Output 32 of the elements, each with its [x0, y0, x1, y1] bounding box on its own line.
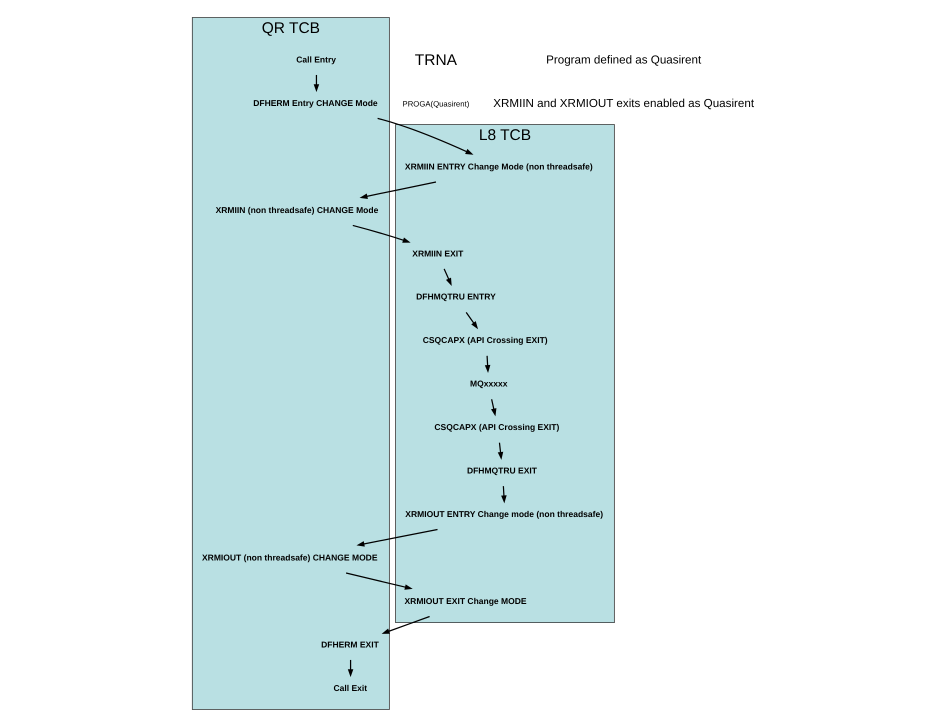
- node-text: XRMIOUT EXIT Change MODE: [404, 596, 527, 606]
- arrow: [360, 181, 436, 199]
- node-text: Call Exit: [334, 682, 368, 693]
- arrow: [466, 312, 478, 330]
- label: TRNA: [414, 52, 458, 69]
- node-text: CSQCAPX (API Crossing EXIT): [434, 422, 560, 432]
- arrow: [356, 528, 438, 547]
- label: PROGA(Quasirent): [402, 99, 470, 108]
- node-text: DFHERM Entry CHANGE Mode: [253, 98, 378, 108]
- node-text: XRMIIN EXIT: [412, 248, 464, 258]
- arrow: [498, 442, 504, 460]
- node-text: DFHERM EXIT: [321, 639, 379, 650]
- node-text: CSQCAPX (API Crossing EXIT): [422, 335, 548, 346]
- node-text: DFHMQTRU ENTRY: [416, 292, 496, 302]
- label: Program defined as Quasirent: [546, 54, 702, 67]
- node-text: Call Entry: [296, 54, 336, 64]
- arrow: [491, 399, 496, 416]
- arrow: [501, 486, 507, 504]
- node-text: XRMIIN ENTRY Change Mode (non threadsafe): [404, 161, 593, 172]
- node-text: XRMIOUT ENTRY Change mode (non threadsafe): [405, 508, 604, 519]
- arrow: [382, 616, 430, 634]
- node-text: MQxxxxx: [470, 378, 508, 389]
- arrow: [444, 268, 452, 286]
- arrow: [352, 224, 411, 243]
- arrow: [314, 74, 320, 92]
- arrow: [348, 660, 354, 678]
- node-text: XRMIOUT (non threadsafe) CHANGE MODE: [202, 552, 378, 562]
- node-text: XRMIIN (non threadsafe) CHANGE Mode: [216, 204, 378, 215]
- arrow: [346, 572, 413, 590]
- label: XRMIIN and XRMIOUT exits enabled as Quasirent: [493, 97, 754, 110]
- arrow: [484, 356, 490, 373]
- node-text: DFHMQTRU EXIT: [466, 466, 537, 476]
